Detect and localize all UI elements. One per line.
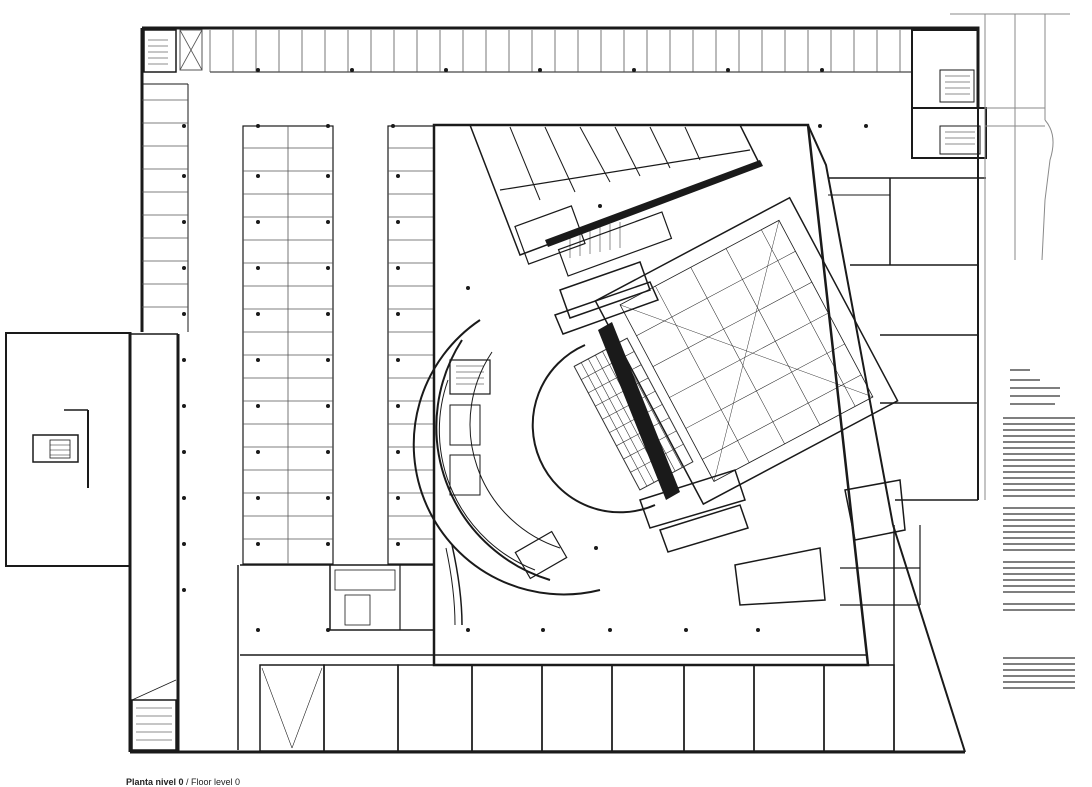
stair-northeast (939, 69, 981, 155)
south-storage-bays (259, 525, 921, 752)
foyer-curved-rooms (435, 339, 568, 626)
service-core (237, 564, 868, 750)
west-parking-stalls (142, 99, 188, 308)
west-annex (32, 409, 89, 488)
stage-support-rooms (553, 261, 906, 606)
plan-caption: Planta nivel 0 / Floor level 0 (126, 777, 240, 787)
stair-northwest (143, 29, 177, 73)
parking-aisle-west (242, 125, 334, 565)
room-schedule-legend (1003, 369, 1075, 689)
street-edge (950, 13, 1070, 500)
stage-house (594, 196, 899, 506)
rehearsal-wall (545, 160, 763, 247)
parking-aisle-east (387, 125, 435, 565)
stair-southwest (131, 679, 177, 751)
building-perimeter (5, 26, 987, 754)
structural-columns (182, 68, 868, 632)
proscenium-wall (598, 322, 680, 500)
caption-subtitle: / Floor level 0 (183, 777, 241, 787)
north-parking-stalls (179, 29, 901, 72)
caption-title: Planta nivel 0 (126, 777, 184, 787)
forestage-arc (412, 319, 656, 596)
